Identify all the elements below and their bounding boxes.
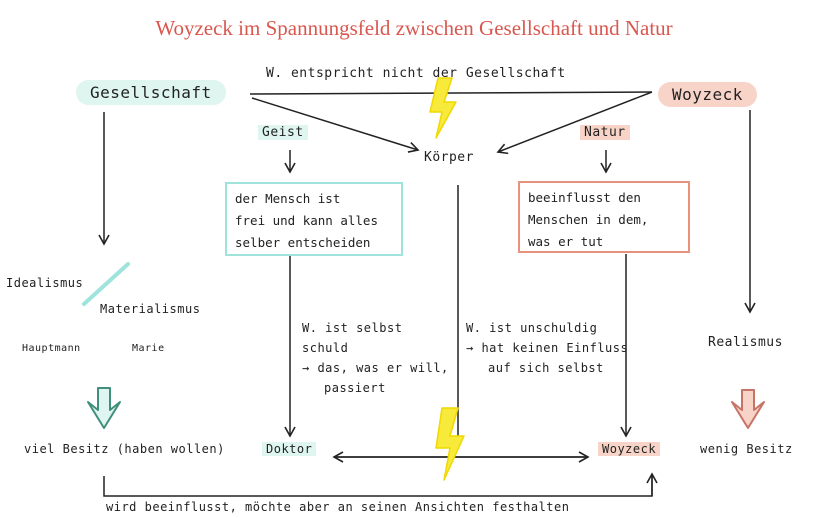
slash-divider [82, 262, 130, 306]
node-woyzeck-top: Woyzeck [658, 82, 757, 107]
label-materialismus: Materialismus [100, 302, 201, 316]
node-geist: Geist [258, 125, 308, 140]
note-line: W. ist unschuldig [466, 321, 598, 335]
note-line: → das, was er will, [302, 361, 449, 375]
double-arrow-down-icon [87, 387, 121, 429]
label-hauptmann: Hauptmann [22, 343, 81, 354]
arrow-to-koerper-right [496, 91, 653, 155]
box-line: selber entscheiden [235, 235, 371, 250]
geist-box: der Mensch ist frei und kann alles selbe… [225, 182, 403, 256]
note-line: W. ist selbst [302, 321, 403, 335]
label-wenig-besitz: wenig Besitz [700, 442, 793, 456]
box-line: beeinflusst den [528, 190, 641, 205]
node-koerper: Körper [420, 150, 478, 165]
lightning-bolt-icon [429, 77, 457, 139]
lightning-bolt-icon [435, 407, 465, 481]
arrow-to-koerper-left [251, 97, 420, 153]
label-viel-besitz: viel Besitz (haben wollen) [24, 442, 225, 456]
box-line: was er tut [528, 234, 604, 249]
node-natur: Natur [580, 125, 630, 140]
node-gesellschaft: Gesellschaft [76, 80, 226, 105]
box-line: frei und kann alles [235, 213, 378, 228]
page-title: Woyzeck im Spannungsfeld zwischen Gesell… [155, 16, 673, 40]
note-selbst-schuld: W. ist selbst schuld → das, was er will,… [302, 318, 449, 398]
note-line: schuld [302, 341, 349, 355]
note-line: → hat keinen Einfluss [466, 341, 629, 355]
connector-line [249, 91, 653, 95]
box-line: der Mensch ist [235, 191, 341, 206]
node-doktor: Doktor [262, 442, 317, 456]
node-woyzeck-bottom: Woyzeck [598, 442, 661, 456]
note-line: auf sich selbst [488, 361, 604, 375]
box-line: Menschen in dem, [528, 212, 649, 227]
natur-box: beeinflusst den Menschen in dem, was er … [518, 181, 690, 253]
label-marie: Marie [132, 343, 165, 354]
note-line: passiert [324, 381, 386, 395]
edge-label-top: W. entspricht nicht der Gesellschaft [266, 66, 566, 81]
label-realismus: Realismus [708, 335, 783, 350]
note-unschuldig: W. ist unschuldig → hat keinen Einfluss … [466, 318, 628, 378]
label-bottom: wird beeinflusst, möchte aber an seinen … [104, 500, 572, 514]
bottom-bracket [103, 476, 653, 497]
double-arrow-down-icon [731, 389, 765, 429]
label-idealismus: Idealismus [6, 276, 84, 290]
